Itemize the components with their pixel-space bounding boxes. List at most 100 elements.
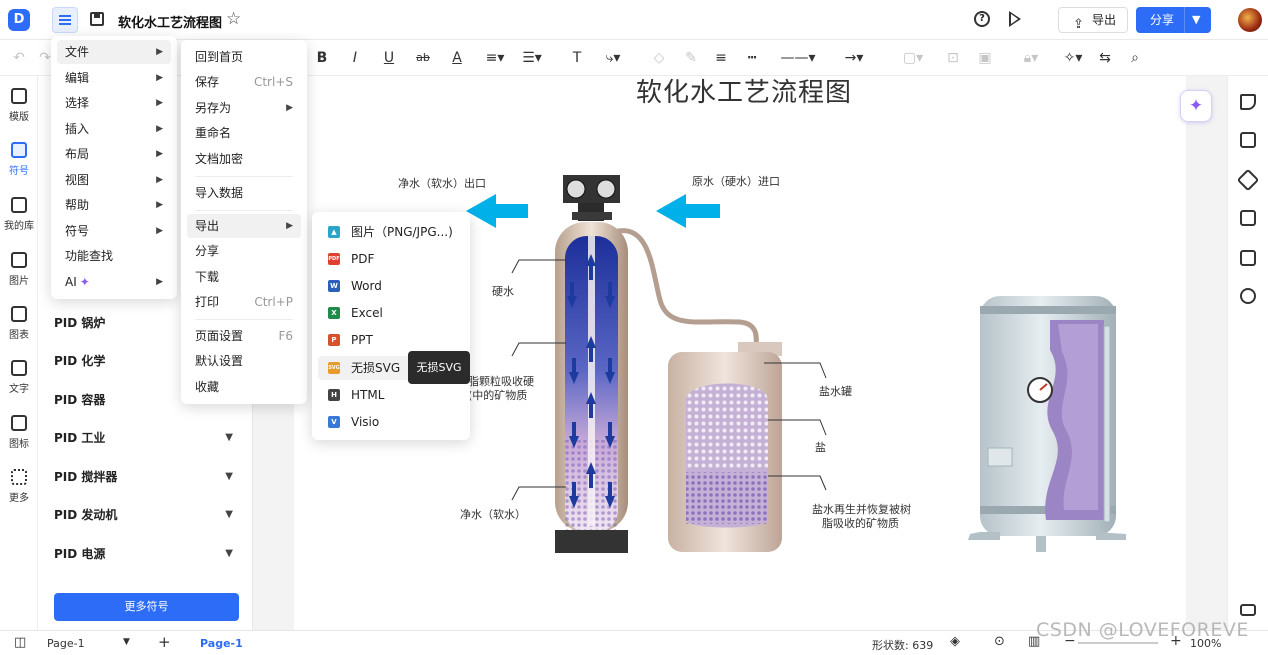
strikethrough-icon[interactable]: ab (416, 51, 430, 64)
category-pid-vessel[interactable]: PID 容器 (54, 393, 106, 407)
chevron-down-icon[interactable]: ▼ (123, 637, 130, 647)
star-icon[interactable]: ☆ (226, 9, 242, 29)
app-logo-icon[interactable]: D (8, 9, 30, 31)
share-button[interactable]: 分享 ▼ (1136, 7, 1211, 33)
document-icon[interactable] (1240, 250, 1256, 266)
page-select[interactable]: Page-1 (47, 637, 85, 650)
menu-item-favorite[interactable]: 收藏 (195, 380, 220, 394)
zoom-out-icon[interactable]: − (1064, 633, 1076, 649)
rail-item-images[interactable]: 图片 (0, 252, 38, 287)
export-button[interactable]: ⇪ 导出 (1058, 7, 1128, 33)
category-pid-industrial[interactable]: PID 工业▼ (54, 419, 237, 457)
format-painter-icon[interactable] (1240, 132, 1256, 148)
main-menu-button[interactable] (52, 7, 78, 33)
fill-style-icon[interactable] (1240, 94, 1256, 110)
tab-page-1[interactable]: Page-1 (200, 637, 243, 650)
label-resin-line2[interactable]: (中的矿物质 (468, 389, 528, 402)
chevron-down-icon[interactable]: ▼ (1192, 13, 1201, 26)
panel-toggle-icon[interactable]: ◫ (14, 635, 27, 650)
lock-icon[interactable]: 🔒︎▾ (1023, 50, 1039, 66)
document-title[interactable]: 软化水工艺流程图 (118, 16, 223, 31)
label-resin-line1[interactable]: 脂颗粒吸收硬 (468, 375, 534, 388)
fill-icon[interactable]: ◇ (653, 50, 665, 66)
arrow-style-dropdown[interactable]: →▾ (844, 50, 864, 66)
menu-item-save-as[interactable]: 另存为▶ (187, 96, 301, 120)
ai-sparkle-icon[interactable]: ✦ (1180, 90, 1212, 122)
menu-item-export[interactable]: 导出▶ (187, 214, 301, 238)
add-page-icon[interactable]: + (158, 633, 171, 651)
rail-item-more[interactable]: 更多 (0, 469, 38, 504)
bold-icon[interactable]: B (316, 50, 328, 66)
menu-item-layout[interactable]: 布局▶ (57, 142, 171, 166)
category-pid-engine[interactable]: PID 发动机▼ (54, 496, 237, 534)
settings-panel-icon[interactable] (1240, 604, 1256, 616)
replace-icon[interactable]: ⇆ (1099, 50, 1111, 66)
label-salt[interactable]: 盐 (815, 441, 826, 454)
shadow-icon[interactable]: ▢▾ (902, 50, 924, 66)
menu-item-rename[interactable]: 重命名 (195, 126, 232, 140)
menu-item-share[interactable]: 分享 (195, 244, 220, 258)
line-style-icon[interactable]: ┅ (747, 50, 757, 66)
category-pid-power[interactable]: PID 电源▼ (54, 535, 237, 573)
menu-item-insert[interactable]: 插入▶ (57, 117, 171, 141)
menu-item-symbols[interactable]: 符号▶ (57, 219, 171, 243)
pen-icon[interactable]: ✎ (685, 50, 697, 66)
category-pid-chemical[interactable]: PID 化学 (54, 354, 106, 368)
zoom-in-icon[interactable]: + (1170, 633, 1182, 649)
rail-item-templates[interactable]: 模版 (0, 88, 38, 123)
presentation-icon[interactable] (1240, 210, 1256, 226)
menu-item-encrypt[interactable]: 文档加密 (195, 152, 244, 166)
save-icon[interactable] (90, 12, 104, 26)
menu-item-select[interactable]: 选择▶ (57, 91, 171, 115)
avatar[interactable] (1238, 8, 1262, 32)
italic-icon[interactable]: I (352, 50, 358, 66)
play-icon[interactable] (1009, 11, 1021, 27)
text-icon[interactable]: T (572, 50, 582, 66)
font-color-icon[interactable]: A (452, 50, 462, 66)
line-spacing-icon[interactable]: ☰▾ (522, 50, 542, 66)
export-image[interactable]: ▲图片（PNG/JPG...) (318, 220, 464, 244)
underline-icon[interactable]: U (383, 50, 395, 66)
image-icon[interactable]: ▣ (978, 50, 992, 66)
help-icon[interactable]: ? (974, 11, 990, 27)
rail-item-charts[interactable]: 图表 (0, 306, 38, 341)
label-soft-water[interactable]: 净水（软水） (460, 508, 526, 521)
menu-item-default-settings[interactable]: 默认设置 (195, 354, 244, 368)
canvas-title[interactable]: 软化水工艺流程图 (636, 78, 853, 108)
menu-item-feature-search[interactable]: 功能查找 (65, 249, 114, 263)
crop-icon[interactable]: ⊡ (947, 50, 959, 66)
line-type-dropdown[interactable]: ——▾ (780, 50, 816, 66)
category-pid-boiler[interactable]: PID 锅炉 (54, 316, 106, 330)
menu-item-help[interactable]: 帮助▶ (57, 193, 171, 217)
menu-item-view[interactable]: 视图▶ (57, 168, 171, 192)
menu-item-import-data[interactable]: 导入数据 (195, 186, 244, 200)
label-outlet[interactable]: 净水（软水）出口 (398, 177, 486, 190)
label-regen-line2[interactable]: 脂吸收的矿物质 (822, 517, 899, 530)
category-pid-mixer[interactable]: PID 搅拌器▼ (54, 458, 237, 496)
menu-item-ai[interactable]: AI✦▶ (57, 270, 171, 294)
magic-tool-icon[interactable]: ✧▾ (1063, 50, 1083, 66)
fit-screen-icon[interactable]: ⊙ (994, 634, 1005, 649)
rail-item-icons[interactable]: 图标 (0, 415, 38, 450)
line-weight-icon[interactable]: ≡ (715, 50, 727, 66)
menu-item-edit[interactable]: 编辑▶ (57, 66, 171, 90)
label-regen-line1[interactable]: 盐水再生并恢复被树 (812, 503, 911, 516)
label-hard-water[interactable]: 硬水 (492, 285, 514, 298)
rail-item-symbols[interactable]: 符号 (0, 142, 38, 177)
undo-icon[interactable]: ↶ (13, 50, 25, 66)
rail-item-text[interactable]: 文字 (0, 360, 38, 395)
label-inlet[interactable]: 原水（硬水）进口 (692, 175, 780, 188)
layers-icon[interactable]: ◈ (950, 634, 960, 649)
label-brine-tank[interactable]: 盐水罐 (819, 385, 852, 398)
align-icon[interactable]: ≡▾ (485, 50, 505, 66)
connector-icon[interactable]: ⤷▾ (605, 50, 621, 66)
menu-item-home[interactable]: 回到首页 (195, 50, 244, 64)
menu-item-file[interactable]: 文件▶ (57, 40, 171, 64)
more-symbols-button[interactable]: 更多符号 (54, 593, 239, 621)
